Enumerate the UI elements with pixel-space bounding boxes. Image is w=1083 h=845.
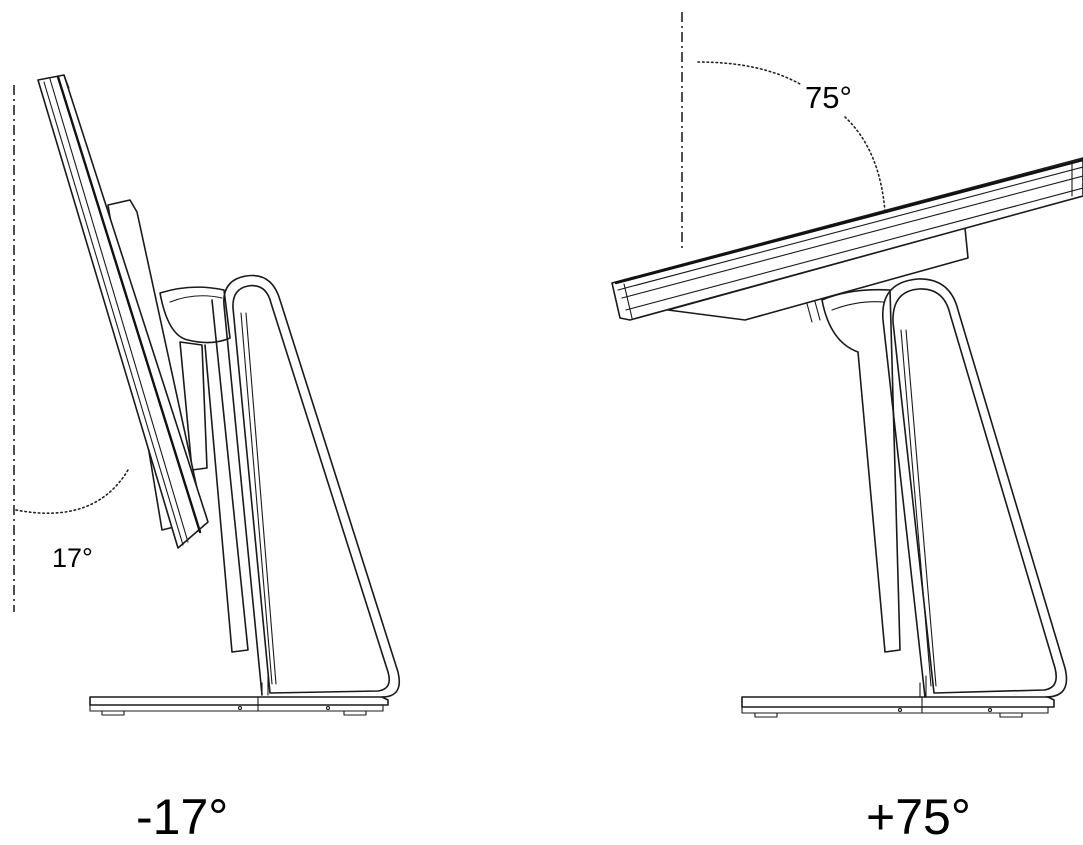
left-monitor-panel xyxy=(37,74,209,549)
right-monitor-view xyxy=(611,12,1083,718)
right-angle-arc-lower xyxy=(844,116,886,213)
left-hinge-block xyxy=(159,286,249,653)
left-monitor-view xyxy=(13,74,401,716)
left-angle-label: 17° xyxy=(52,543,93,573)
left-stand-base xyxy=(89,696,389,716)
right-stand-arm xyxy=(882,278,1068,698)
left-stand-arm xyxy=(223,274,401,698)
right-angle-label: 75° xyxy=(805,80,852,115)
left-angle-arc xyxy=(15,469,129,514)
right-monitor-panel xyxy=(611,157,1083,321)
left-tilt-caption: -17° xyxy=(136,789,229,845)
right-tilt-caption: +75° xyxy=(866,789,971,845)
right-angle-arc xyxy=(697,61,801,85)
right-stand-base xyxy=(741,696,1055,718)
